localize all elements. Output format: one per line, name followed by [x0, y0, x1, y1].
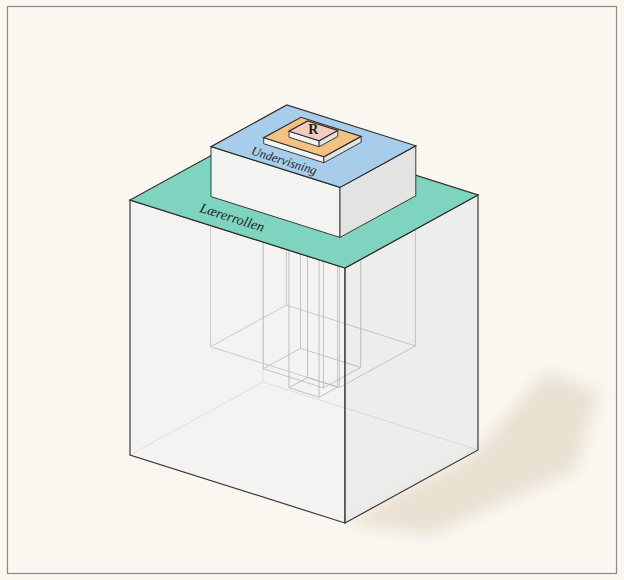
block-top: [211, 105, 416, 187]
core-block: R: [289, 121, 338, 141]
role-face: LærerrollenUndervisningR: [130, 127, 478, 268]
teaching-block: UndervisningR: [211, 105, 416, 187]
face-label: R: [308, 123, 318, 137]
frame: [8, 7, 617, 574]
block-top: [263, 117, 360, 156]
block: [211, 105, 416, 237]
block-top: [289, 121, 338, 141]
block: [289, 121, 338, 147]
